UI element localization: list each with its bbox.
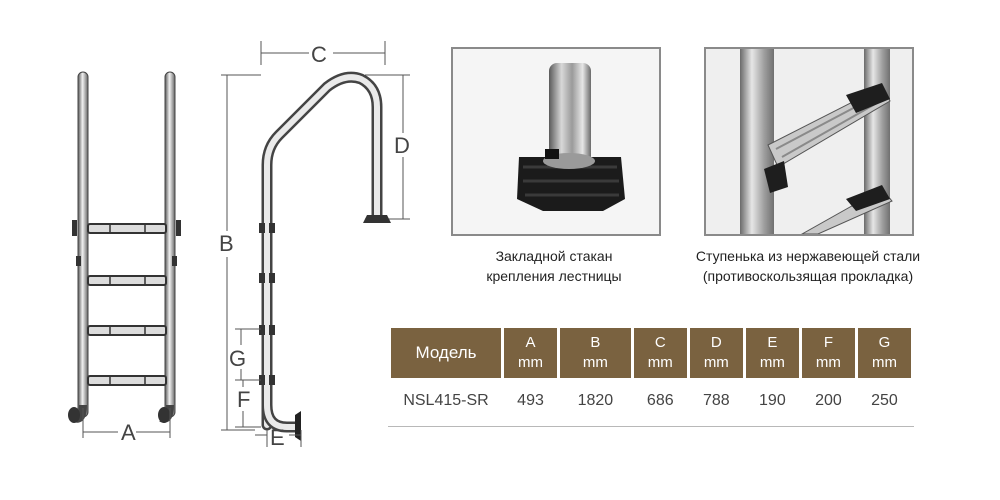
dim-label-e: E: [270, 425, 285, 450]
dim-label-c: C: [311, 42, 327, 67]
dim-label-d: D: [394, 133, 410, 158]
step-image: [706, 49, 912, 234]
dim-label-a: A: [121, 420, 136, 445]
cell-a: 493: [517, 392, 544, 409]
ladder-steps: [87, 223, 167, 386]
table-row: NSL415-SR 493 1820 686 788 190 200 250: [391, 378, 911, 424]
cell-d: 788: [702, 392, 730, 409]
step-caption: Ступенька из нержавеющей стали (противос…: [695, 248, 921, 284]
dim-label-g: G: [229, 346, 246, 371]
cell-f: 200: [815, 392, 842, 409]
cell-g: 250: [871, 392, 898, 409]
anchor-cup-image: [453, 49, 659, 234]
cell-model: NSL415-SR: [403, 392, 489, 409]
cell-e: 190: [759, 392, 786, 409]
step-photo: [704, 47, 914, 236]
cell-b: 1820: [577, 392, 614, 409]
cell-c: 686: [646, 392, 674, 409]
anchor-cup-photo: [451, 47, 661, 236]
ladder-front-view: A: [68, 71, 181, 445]
ladder-side-view: C B D G F: [219, 41, 410, 450]
header-model: Модель: [391, 328, 501, 378]
table-bottom-rule: [388, 426, 914, 427]
dim-label-b: B: [219, 231, 234, 256]
dim-label-f: F: [237, 387, 250, 412]
anchor-cup-caption: Закладной стакан крепления лестницы: [486, 248, 622, 284]
